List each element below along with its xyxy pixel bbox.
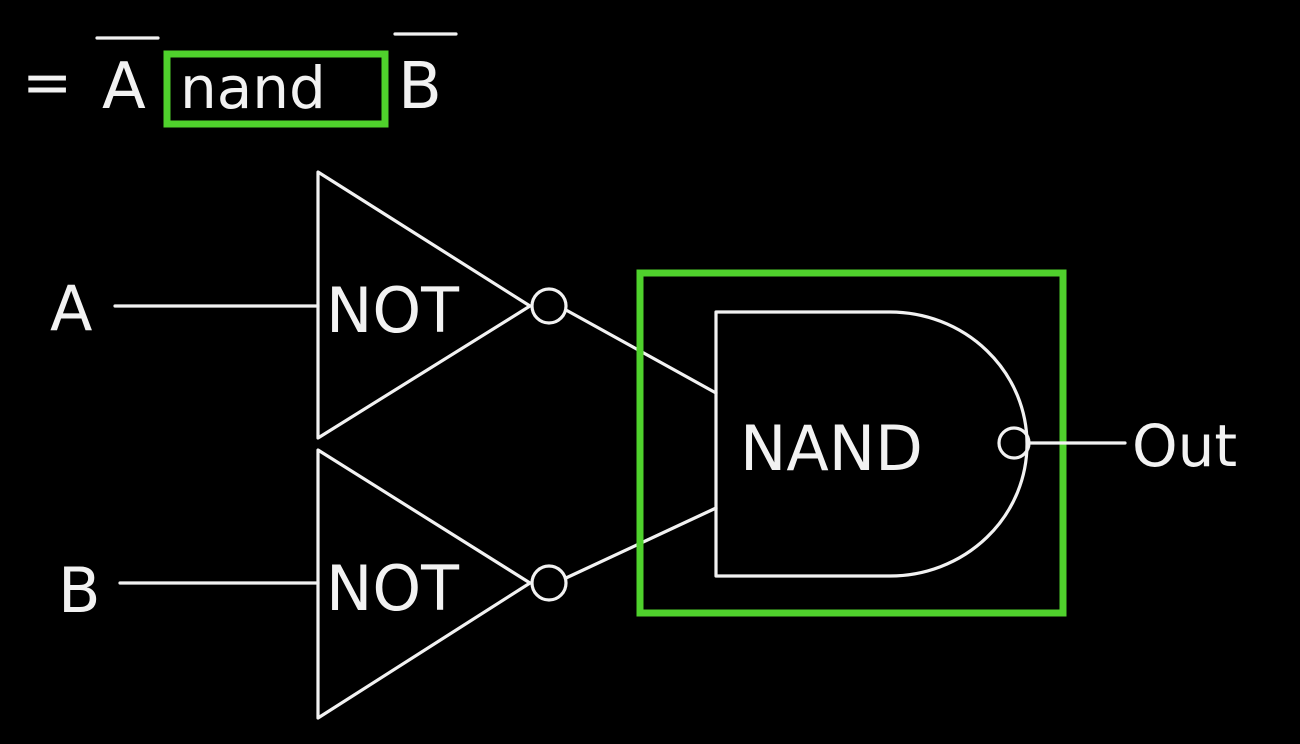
expression-equals: = bbox=[22, 48, 72, 118]
not-gate-top: NOT bbox=[316, 170, 568, 440]
not-gate-bottom-bubble bbox=[530, 564, 568, 602]
input-label-a: A bbox=[50, 272, 92, 345]
output-label: Out bbox=[1132, 412, 1237, 480]
expression: = A nand B bbox=[22, 32, 458, 128]
nand-gate-label: NAND bbox=[740, 412, 923, 485]
nand-gate: NAND bbox=[714, 310, 1031, 578]
expression-operand-a: A bbox=[102, 50, 146, 124]
nand-gate-bubble bbox=[997, 426, 1031, 460]
not-gate-top-label: NOT bbox=[326, 274, 460, 347]
expression-operand-b: B bbox=[398, 50, 442, 124]
not-gate-bottom-body bbox=[316, 448, 532, 720]
expression-operator: nand bbox=[180, 54, 326, 122]
not-gate-top-body bbox=[316, 170, 532, 440]
nand-highlight-box bbox=[163, 50, 389, 128]
not-gate-bottom: NOT bbox=[316, 448, 568, 720]
input-label-b: B bbox=[58, 554, 101, 627]
not-gate-top-bubble bbox=[530, 287, 568, 325]
not-gate-bottom-label: NOT bbox=[326, 552, 460, 625]
